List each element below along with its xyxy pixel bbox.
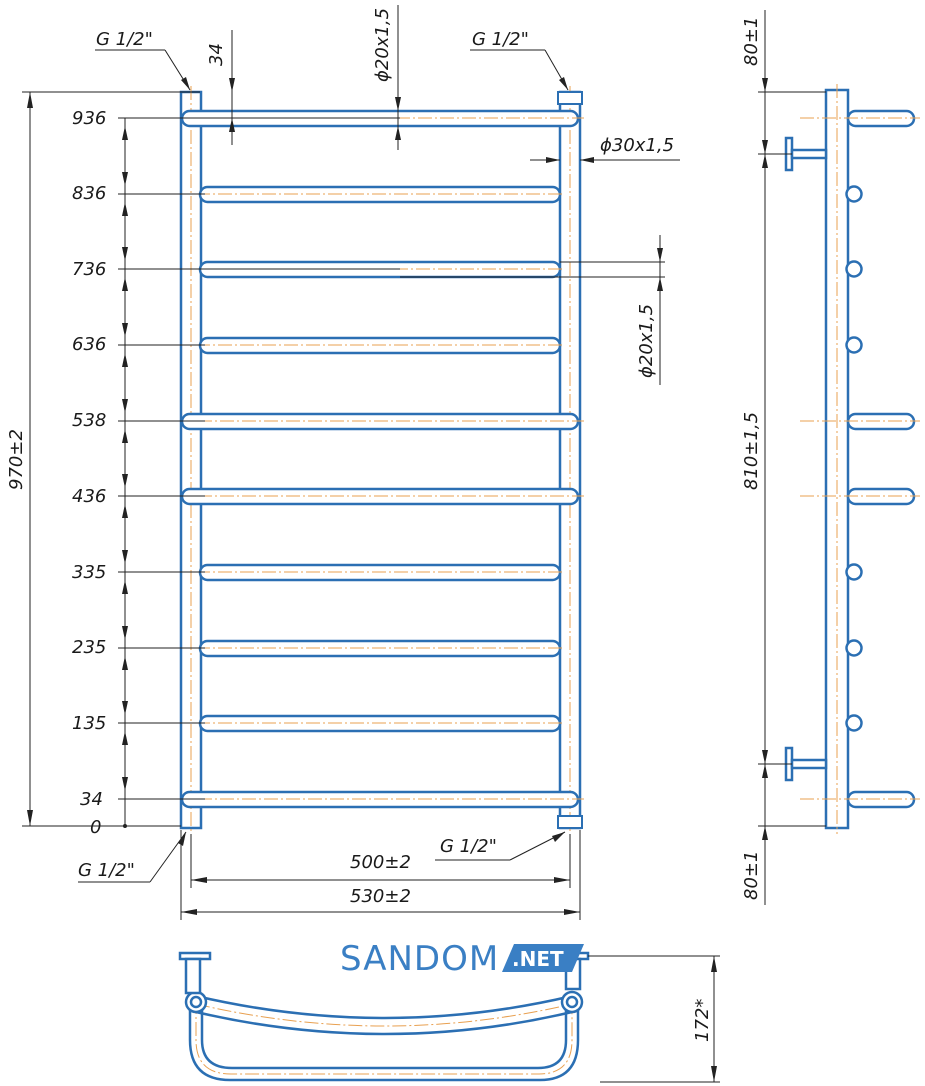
depth-label: 172*: [692, 999, 713, 1042]
top-offset-dim: 34: [206, 30, 235, 145]
connection-bottom-right: G 1/2": [435, 831, 566, 861]
height-label-436: 436: [72, 486, 106, 507]
bottom-right-cap: [557, 815, 583, 829]
height-labels: 936 836 736 636 538 436 335 235 135 34 0: [72, 108, 400, 838]
connection-top-right-label: G 1/2": [472, 29, 529, 50]
watermark-badge: [502, 944, 584, 972]
top-right-cap: [557, 91, 583, 105]
connection-top-right: G 1/2": [470, 29, 569, 91]
side-bottom-offset-label: 80±1: [741, 851, 762, 900]
height-label-34: 34: [80, 789, 103, 810]
height-label-335: 335: [72, 562, 106, 583]
rung-pipe-right-dim: ϕ20x1,5: [400, 235, 665, 385]
height-label-235: 235: [72, 637, 106, 658]
connection-top-left: G 1/2": [95, 29, 191, 91]
rung-pipe-label: ϕ20x1,5: [372, 8, 393, 82]
rung-pipe-right-label: ϕ20x1,5: [636, 304, 657, 378]
connection-bottom-right-label: G 1/2": [440, 836, 497, 857]
connection-top-left-label: G 1/2": [96, 29, 153, 50]
width-dims: 500±2 530±2: [180, 830, 581, 920]
top-offset-label: 34: [206, 43, 227, 66]
rung-pipe-dim: ϕ20x1,5: [372, 5, 401, 150]
side-top-offset-label: 80±1: [741, 17, 762, 66]
connection-bottom-left-label: G 1/2": [78, 860, 135, 881]
outer-width-label: 530±2: [350, 886, 411, 907]
connection-bottom-left: G 1/2": [78, 831, 187, 883]
overall-height-dim: 970±2: [6, 91, 200, 827]
height-label-736: 736: [72, 259, 106, 280]
height-label-636: 636: [72, 334, 106, 355]
bottom-view: 172*: [178, 951, 720, 1083]
riser-pipe-label: ϕ30x1,5: [600, 135, 674, 156]
height-label-0: 0: [90, 817, 101, 838]
height-label-538: 538: [72, 410, 106, 431]
inner-width-label: 500±2: [350, 852, 411, 873]
height-label-135: 135: [72, 713, 106, 734]
front-view: 936 836 736 636 538 436 335 235 135 34 0: [6, 5, 680, 920]
side-mount-span-label: 810±1,5: [741, 412, 762, 490]
side-view: 80±1 810±1,5 80±1: [741, 10, 920, 905]
watermark-name: SANDOM: [340, 939, 499, 979]
watermark-badge-text: .NET: [512, 947, 564, 971]
height-chain: [122, 118, 128, 828]
sandom-watermark: SANDOM .NET: [340, 939, 584, 979]
rungs: [180, 109, 580, 809]
overall-height-label: 970±2: [6, 429, 27, 490]
riser-pipe-dim: ϕ30x1,5: [530, 135, 680, 163]
height-label-936: 936: [72, 108, 106, 129]
height-label-836: 836: [72, 183, 106, 204]
